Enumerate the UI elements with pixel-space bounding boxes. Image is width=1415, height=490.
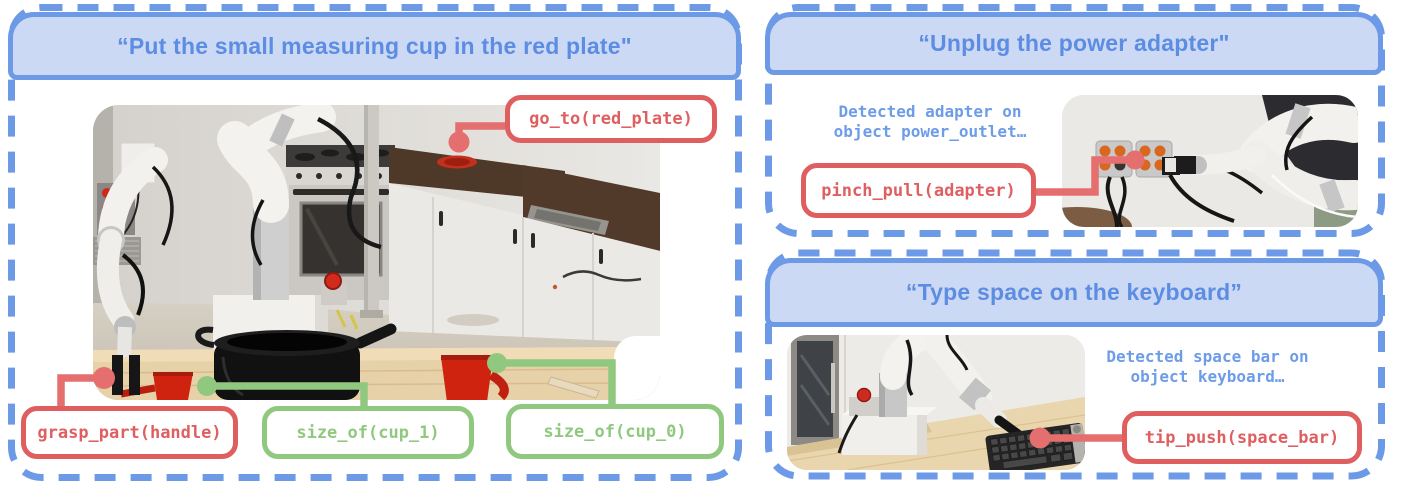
adapter-detected-text: Detected adapter on object power_outlet… (792, 102, 1068, 142)
cup1-label: size_of(cup_1) (296, 422, 440, 443)
adapter-detected-line1: Detected adapter on (838, 102, 1022, 121)
keyboard-detected-line2: object keyboard… (1130, 367, 1285, 386)
keyboard-detected-line1: Detected space bar on (1106, 347, 1309, 366)
tip-callout: tip_push(space_bar) (1122, 411, 1362, 464)
tip-label: tip_push(space_bar) (1144, 427, 1340, 448)
cup1-callout: size_of(cup_1) (262, 406, 474, 459)
estop-button (324, 272, 342, 290)
keyboard-detected-text: Detected space bar on object keyboard… (1085, 347, 1330, 387)
dark-window (791, 335, 839, 445)
keyboard-scene (787, 335, 1085, 470)
grasp-label: grasp_part(handle) (37, 422, 222, 443)
kitchen-title: “Put the small measuring cup in the red … (117, 32, 632, 59)
pinch-callout: pinch_pull(adapter) (801, 163, 1036, 218)
cup0-label: size_of(cup_0) (543, 421, 687, 442)
keyboard-title: “Type space on the keyboard” (905, 279, 1243, 305)
grasp-callout: grasp_part(handle) (21, 406, 238, 459)
estop-button (856, 387, 872, 403)
pinch-label: pinch_pull(adapter) (821, 180, 1016, 201)
kitchen-header: “Put the small measuring cup in the red … (8, 12, 741, 80)
keyboard-photo (787, 335, 1085, 470)
cup0-callout: size_of(cup_0) (506, 404, 724, 459)
goto-label: go_to(red_plate) (529, 109, 693, 129)
adapter-scene (1062, 95, 1358, 227)
adapter-header: “Unplug the power adapter" (765, 12, 1383, 75)
keyboard-header: “Type space on the keyboard” (765, 258, 1383, 327)
kitchen-photo (93, 105, 660, 400)
adapter-title: “Unplug the power adapter" (918, 30, 1230, 56)
adapter-photo (1062, 95, 1358, 227)
kitchen-scene (93, 105, 660, 400)
adapter-detected-line2: object power_outlet… (833, 122, 1027, 141)
goto-callout: go_to(red_plate) (505, 95, 717, 143)
photo-corner-notch (614, 336, 660, 400)
